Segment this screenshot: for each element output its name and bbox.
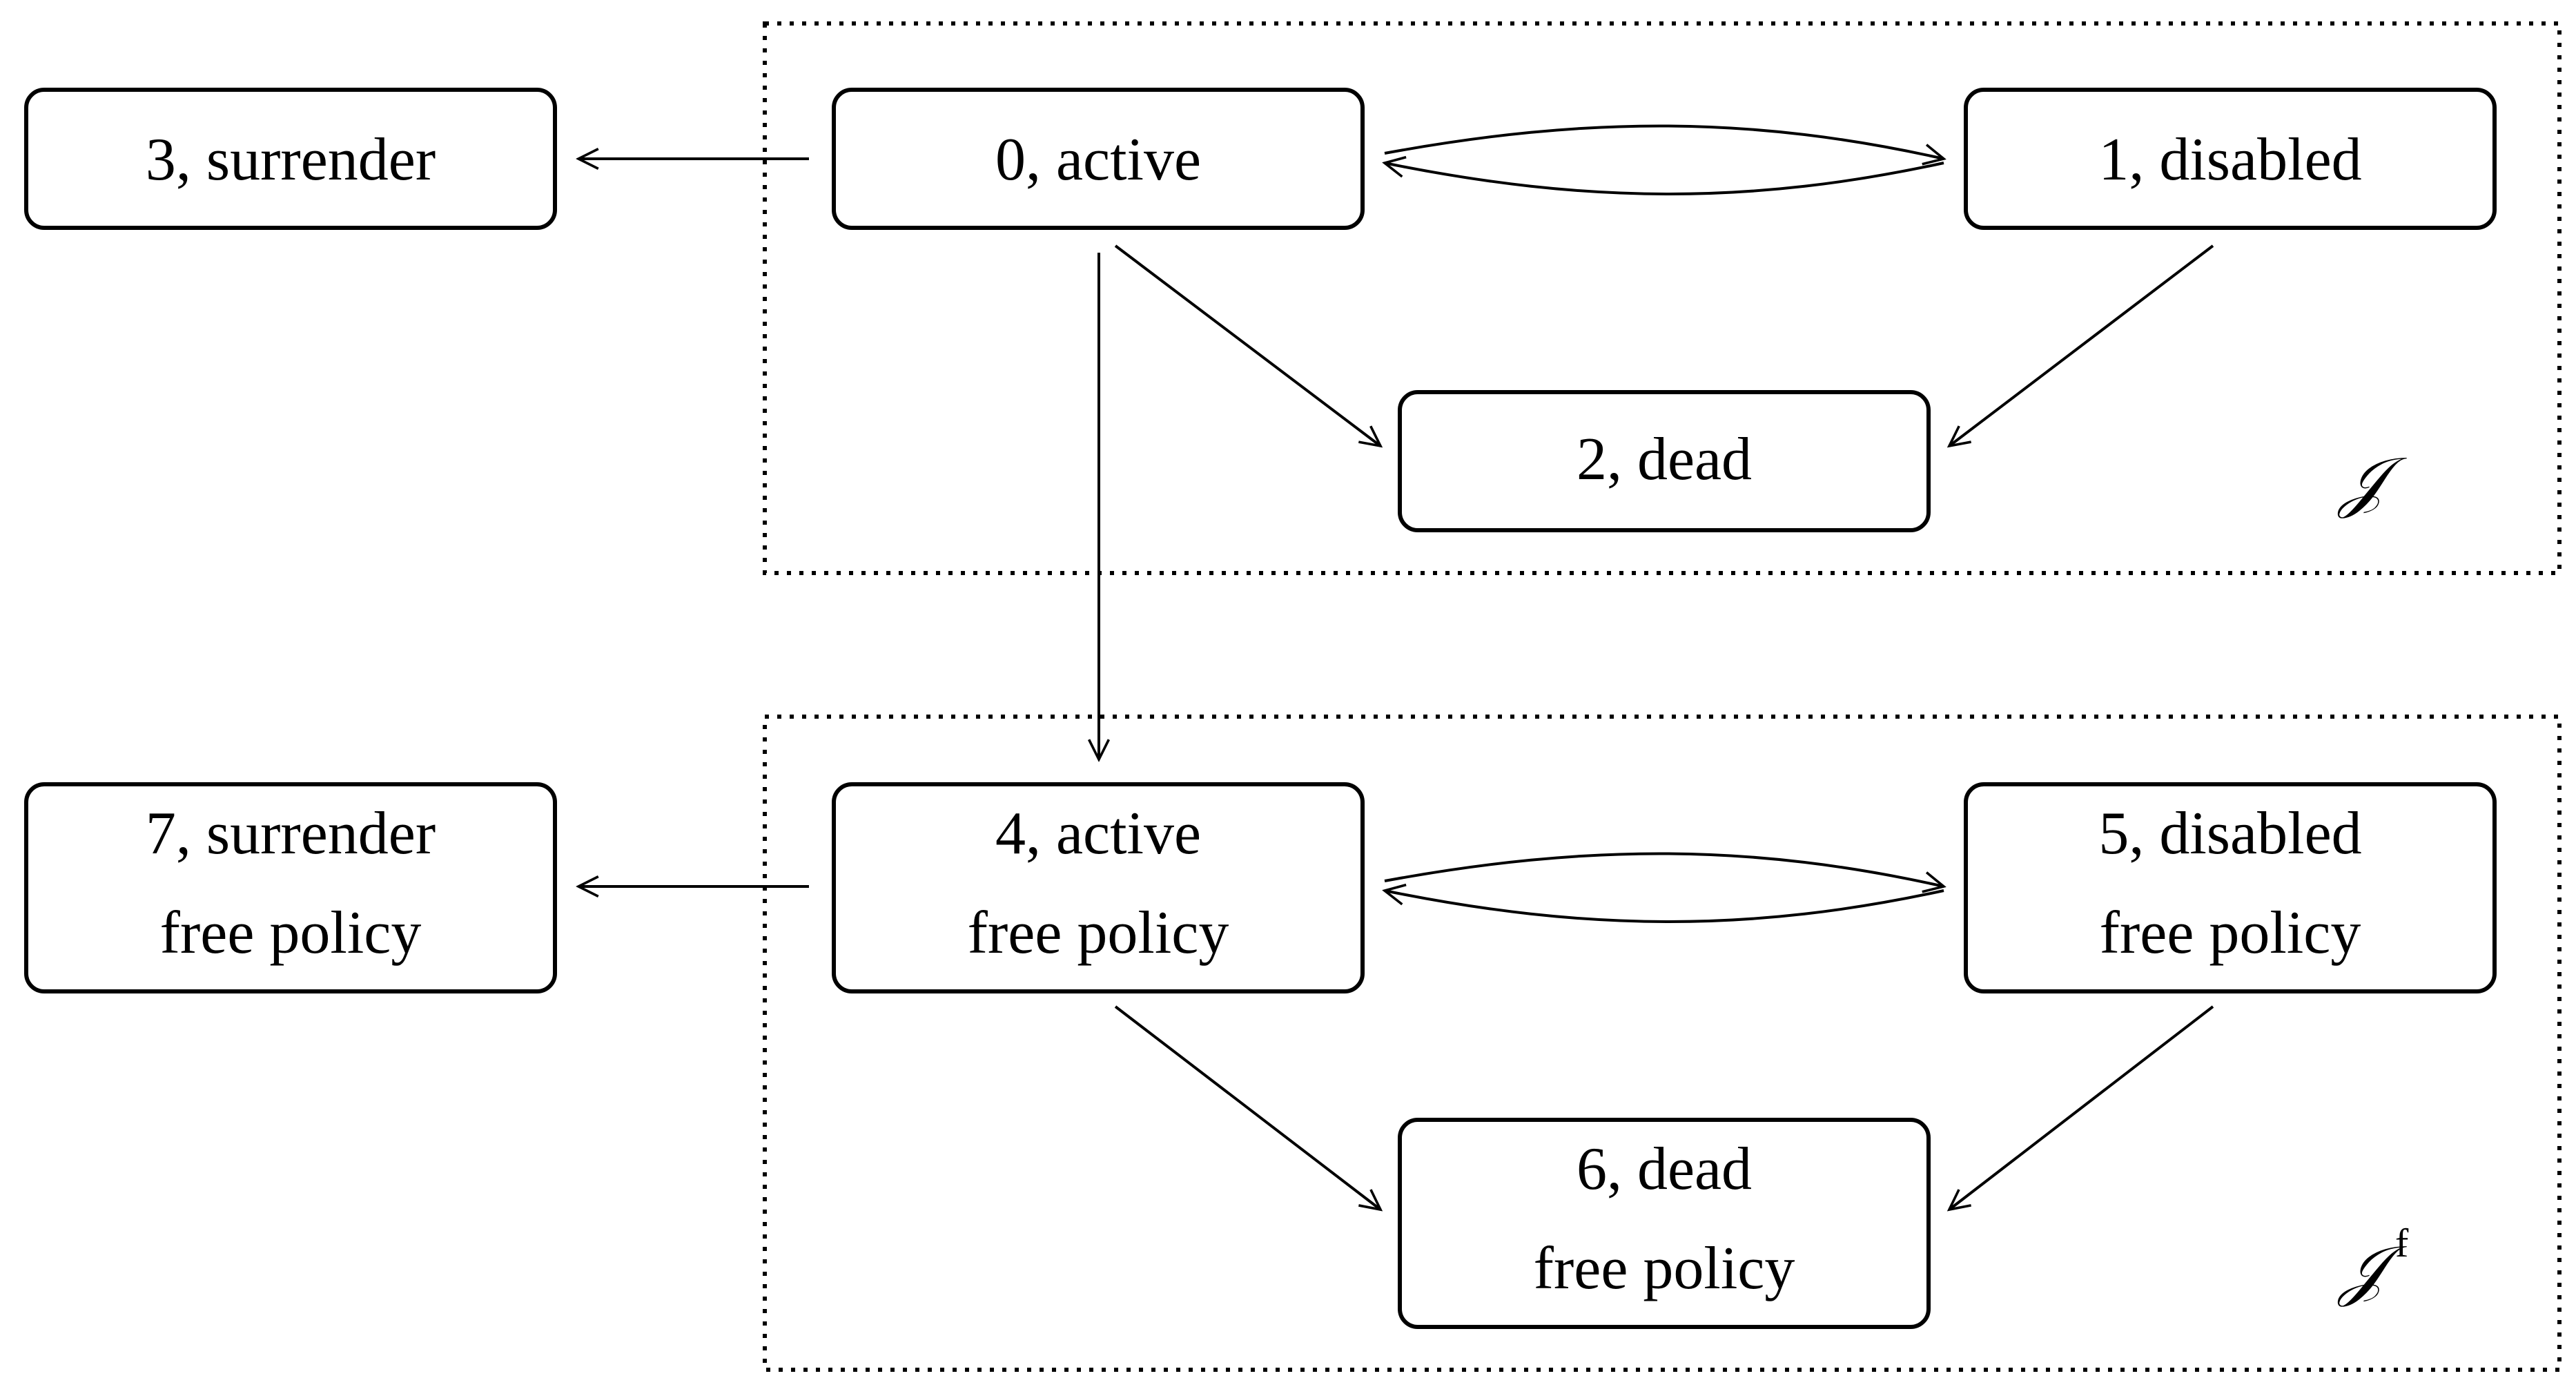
- group-label-j: 𝒥: [2337, 443, 2407, 520]
- node-3-surrender: 3, surrender: [24, 88, 557, 230]
- node-label: 2, dead: [1577, 426, 1752, 493]
- node-label-line1: 4, active: [995, 800, 1201, 867]
- edges: [578, 124, 2214, 1210]
- node-7-surrender-free-policy: 7, surrender free policy: [24, 782, 557, 993]
- node-label: 1, disabled: [2098, 126, 2361, 193]
- node-label: 0, active: [995, 126, 1201, 193]
- node-label-line2: free policy: [160, 900, 422, 967]
- group-label-jf-superscript: f: [2395, 1221, 2409, 1265]
- edge-4-to-5: [1384, 852, 1944, 886]
- edge-0-to-1: [1384, 124, 1944, 159]
- node-1-disabled: 1, disabled: [1964, 88, 2497, 230]
- edge-5-to-4: [1385, 891, 1944, 923]
- group-box-free-policy: [763, 715, 2562, 1372]
- edge-1-to-2: [1949, 244, 2214, 446]
- node-label-line2: free policy: [968, 900, 1229, 967]
- node-label-line1: 6, dead: [1577, 1136, 1752, 1203]
- node-label: 3, surrender: [146, 126, 436, 193]
- edge-0-to-2: [1114, 244, 1380, 446]
- node-label-line2: free policy: [2100, 900, 2361, 967]
- node-label-line1: 5, disabled: [2098, 800, 2361, 867]
- node-5-disabled-free-policy: 5, disabled free policy: [1964, 782, 2497, 993]
- node-label-line2: free policy: [1534, 1235, 1795, 1302]
- edge-5-to-6: [1949, 1005, 2214, 1210]
- node-2-dead: 2, dead: [1398, 390, 1931, 532]
- edge-4-to-6: [1114, 1005, 1380, 1210]
- node-0-active: 0, active: [832, 88, 1365, 230]
- node-4-active-free-policy: 4, active free policy: [832, 782, 1365, 993]
- node-label-line1: 7, surrender: [146, 800, 436, 867]
- edge-1-to-0: [1385, 163, 1944, 195]
- group-box-active-policy: [763, 21, 2562, 575]
- node-6-dead-free-policy: 6, dead free policy: [1398, 1118, 1931, 1329]
